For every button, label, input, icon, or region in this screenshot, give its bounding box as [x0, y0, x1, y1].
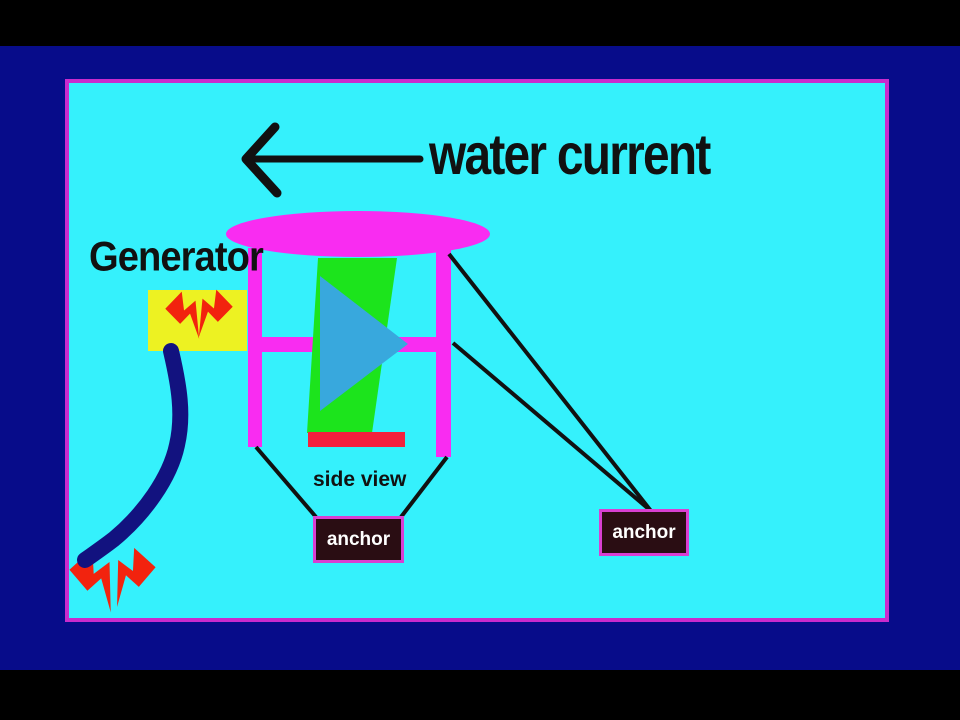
mooring-line-left-a — [254, 445, 318, 519]
anchor-right-label: anchor — [612, 521, 676, 543]
mooring-line-right-a — [447, 252, 653, 513]
turbine-right-post — [436, 248, 451, 457]
turbine-base-plate — [308, 432, 405, 447]
anchor-box-right: anchor — [599, 509, 689, 556]
lightning-bolt-icon — [198, 289, 233, 338]
generator-box — [148, 290, 247, 351]
turbine-blade-blue — [320, 276, 408, 411]
anchor-left-label: anchor — [326, 528, 391, 550]
mooring-line-left-b — [399, 455, 449, 519]
mooring-line-right-b — [451, 341, 653, 513]
generator-label: Generator — [89, 232, 264, 280]
power-cable — [77, 343, 189, 568]
lightning-bolt-icon — [117, 547, 156, 607]
anchor-box-left: anchor — [313, 516, 404, 563]
arrow-head — [241, 122, 282, 198]
side-view-label: side view — [313, 468, 407, 491]
lightning-bolt-icon — [165, 291, 200, 340]
turbine-top-disc — [226, 211, 490, 257]
water-current-arrow-icon — [241, 122, 424, 198]
water-current-label: water current — [429, 121, 711, 187]
